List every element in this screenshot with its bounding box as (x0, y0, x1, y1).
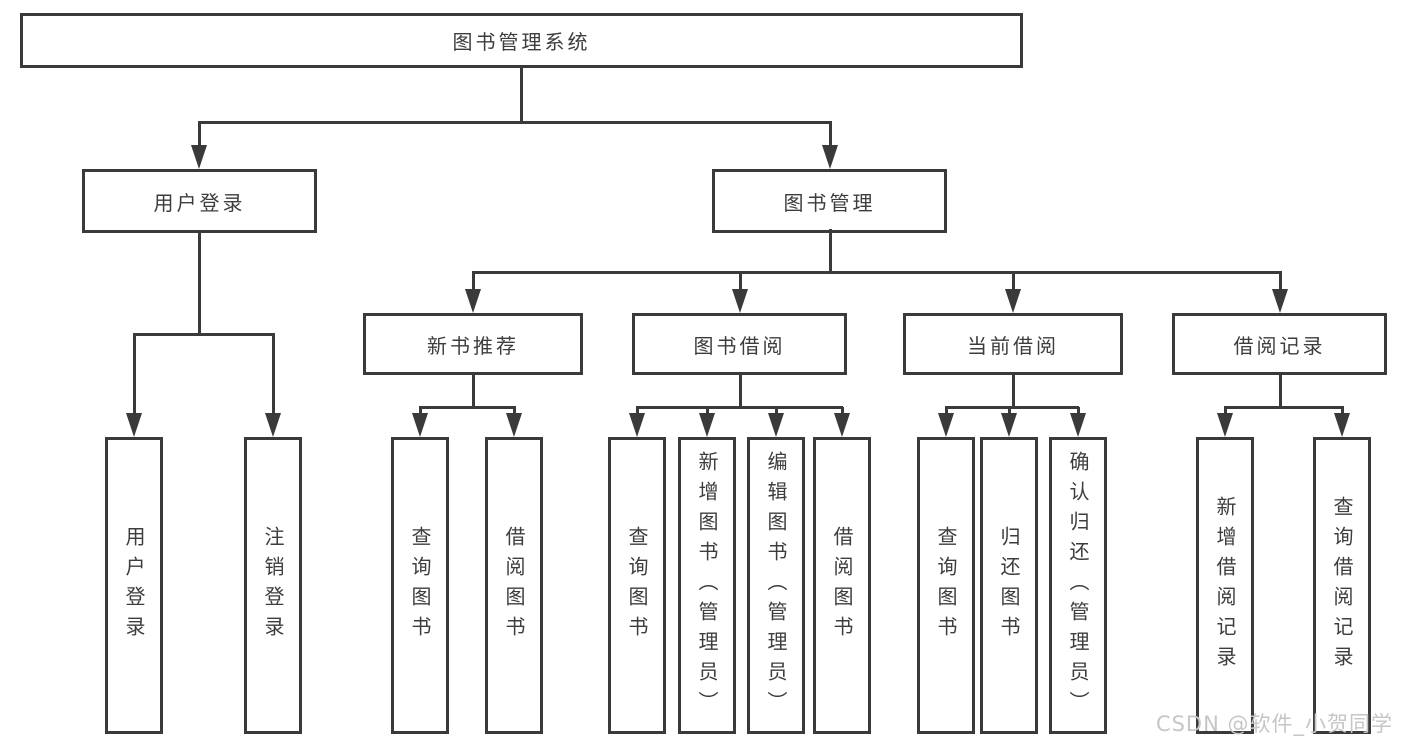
node-new-book-recommend-label: 新书推荐 (427, 333, 519, 358)
node-current-borrow-label: 当前借阅 (967, 333, 1059, 358)
connector-stem-leaf (706, 407, 709, 415)
node-root-label: 图书管理系统 (452, 30, 591, 54)
connector-stem-leaf (945, 407, 948, 415)
connector-current-borrow-vline (1012, 372, 1015, 409)
leaf-cb-query-books: 查询图书 (917, 437, 975, 734)
connector-stem-current-borrow (1012, 272, 1015, 292)
leaf-bb-borrow-books: 借阅图书 (813, 437, 871, 734)
connector-stem-new-book-recommend (472, 272, 475, 292)
leaf-bb-borrow-books-label: 借阅图书 (830, 525, 854, 646)
arrowhead-down-icon (412, 413, 428, 437)
node-book-borrow-label: 图书借阅 (693, 333, 786, 358)
connector-new-book-recommend-hline (419, 406, 516, 409)
arrowhead-down-icon (1217, 413, 1233, 437)
connector-stem-leaf (1077, 407, 1080, 415)
arrowhead-down-icon (191, 145, 207, 169)
arrowhead-down-icon (1334, 413, 1350, 437)
leaf-cb-confirm-return-admin-label: 确认归还（管理员） (1066, 450, 1090, 721)
connector-stem-leaf-user-login (133, 334, 136, 414)
connector-book-management-vline (829, 229, 832, 274)
connector-book-borrow-vline (739, 372, 742, 409)
node-book-management: 图书管理 (712, 169, 947, 233)
arrowhead-down-icon (629, 413, 645, 437)
leaf-bb-edit-books-admin: 编辑图书（管理员） (747, 437, 805, 734)
node-borrow-records: 借阅记录 (1172, 313, 1387, 375)
leaf-br-query-record-label: 查询借阅记录 (1330, 495, 1354, 676)
arrowhead-down-icon (834, 413, 850, 437)
leaf-bb-add-books-admin-label: 新增图书（管理员） (695, 450, 719, 721)
leaf-nbr-borrow-books-label: 借阅图书 (502, 525, 526, 646)
arrowhead-down-icon (265, 413, 281, 437)
node-current-borrow: 当前借阅 (903, 313, 1123, 375)
arrowhead-down-icon (938, 413, 954, 437)
connector-user-login-vline (198, 230, 201, 336)
arrowhead-down-icon (1070, 413, 1086, 437)
connector-stem-leaf (775, 407, 778, 415)
connector-stem-leaf (636, 407, 639, 415)
leaf-br-add-record: 新增借阅记录 (1196, 437, 1254, 734)
connector-current-borrow-hline (945, 406, 1079, 409)
leaf-logout: 注销登录 (244, 437, 302, 734)
leaf-cb-return-books: 归还图书 (980, 437, 1038, 734)
arrowhead-down-icon (732, 289, 748, 313)
connector-stem-leaf (1224, 407, 1227, 415)
leaf-br-query-record: 查询借阅记录 (1313, 437, 1371, 734)
leaf-logout-label: 注销登录 (261, 525, 285, 646)
connector-stem-leaf (1341, 407, 1344, 415)
connector-book-management-hline (472, 271, 1282, 274)
node-new-book-recommend: 新书推荐 (363, 313, 583, 375)
leaf-nbr-borrow-books: 借阅图书 (485, 437, 543, 734)
node-user-login-label: 用户登录 (153, 190, 246, 215)
connector-borrow-records-hline (1224, 406, 1344, 409)
connector-root-vline (520, 66, 523, 123)
leaf-user-login: 用户登录 (105, 437, 163, 734)
node-book-borrow: 图书借阅 (632, 313, 847, 375)
connector-stem-book-borrow (739, 272, 742, 292)
connector-root-hline (198, 121, 832, 124)
connector-stem-leaf (419, 407, 422, 415)
connector-stem-user-login (198, 121, 201, 149)
node-book-management-label: 图书管理 (783, 190, 876, 215)
leaf-nbr-query-books-label: 查询图书 (408, 525, 432, 646)
connector-new-book-recommend-vline (472, 372, 475, 409)
leaf-cb-return-books-label: 归还图书 (997, 525, 1021, 646)
leaf-nbr-query-books: 查询图书 (391, 437, 449, 734)
leaf-bb-edit-books-admin-label: 编辑图书（管理员） (764, 450, 788, 721)
connector-stem-leaf-logout (272, 334, 275, 414)
arrowhead-down-icon (768, 413, 784, 437)
node-user-login: 用户登录 (82, 169, 317, 233)
leaf-bb-add-books-admin: 新增图书（管理员） (678, 437, 736, 734)
leaf-cb-confirm-return-admin: 确认归还（管理员） (1049, 437, 1107, 734)
leaf-bb-query-books: 查询图书 (608, 437, 666, 734)
node-borrow-records-label: 借阅记录 (1233, 333, 1326, 358)
connector-stem-leaf (841, 407, 844, 415)
connector-stem-book-management (829, 121, 832, 149)
leaf-br-add-record-label: 新增借阅记录 (1213, 495, 1237, 676)
connector-stem-leaf (513, 407, 516, 415)
leaf-cb-query-books-label: 查询图书 (934, 525, 958, 646)
arrowhead-down-icon (126, 413, 142, 437)
arrowhead-down-icon (1001, 413, 1017, 437)
connector-stem-leaf (1008, 407, 1011, 415)
connector-stem-borrow-records (1279, 272, 1282, 292)
connector-book-borrow-hline (636, 406, 843, 409)
leaf-user-login-label: 用户登录 (122, 525, 146, 646)
watermark: CSDN @软件_小贺同学 (1155, 712, 1393, 736)
node-root: 图书管理系统 (20, 13, 1023, 68)
arrowhead-down-icon (822, 145, 838, 169)
leaf-bb-query-books-label: 查询图书 (625, 525, 649, 646)
arrowhead-down-icon (506, 413, 522, 437)
connector-user-login-hline (133, 333, 275, 336)
arrowhead-down-icon (1005, 289, 1021, 313)
arrowhead-down-icon (1272, 289, 1288, 313)
arrowhead-down-icon (699, 413, 715, 437)
connector-borrow-records-vline (1279, 372, 1282, 409)
arrowhead-down-icon (465, 289, 481, 313)
